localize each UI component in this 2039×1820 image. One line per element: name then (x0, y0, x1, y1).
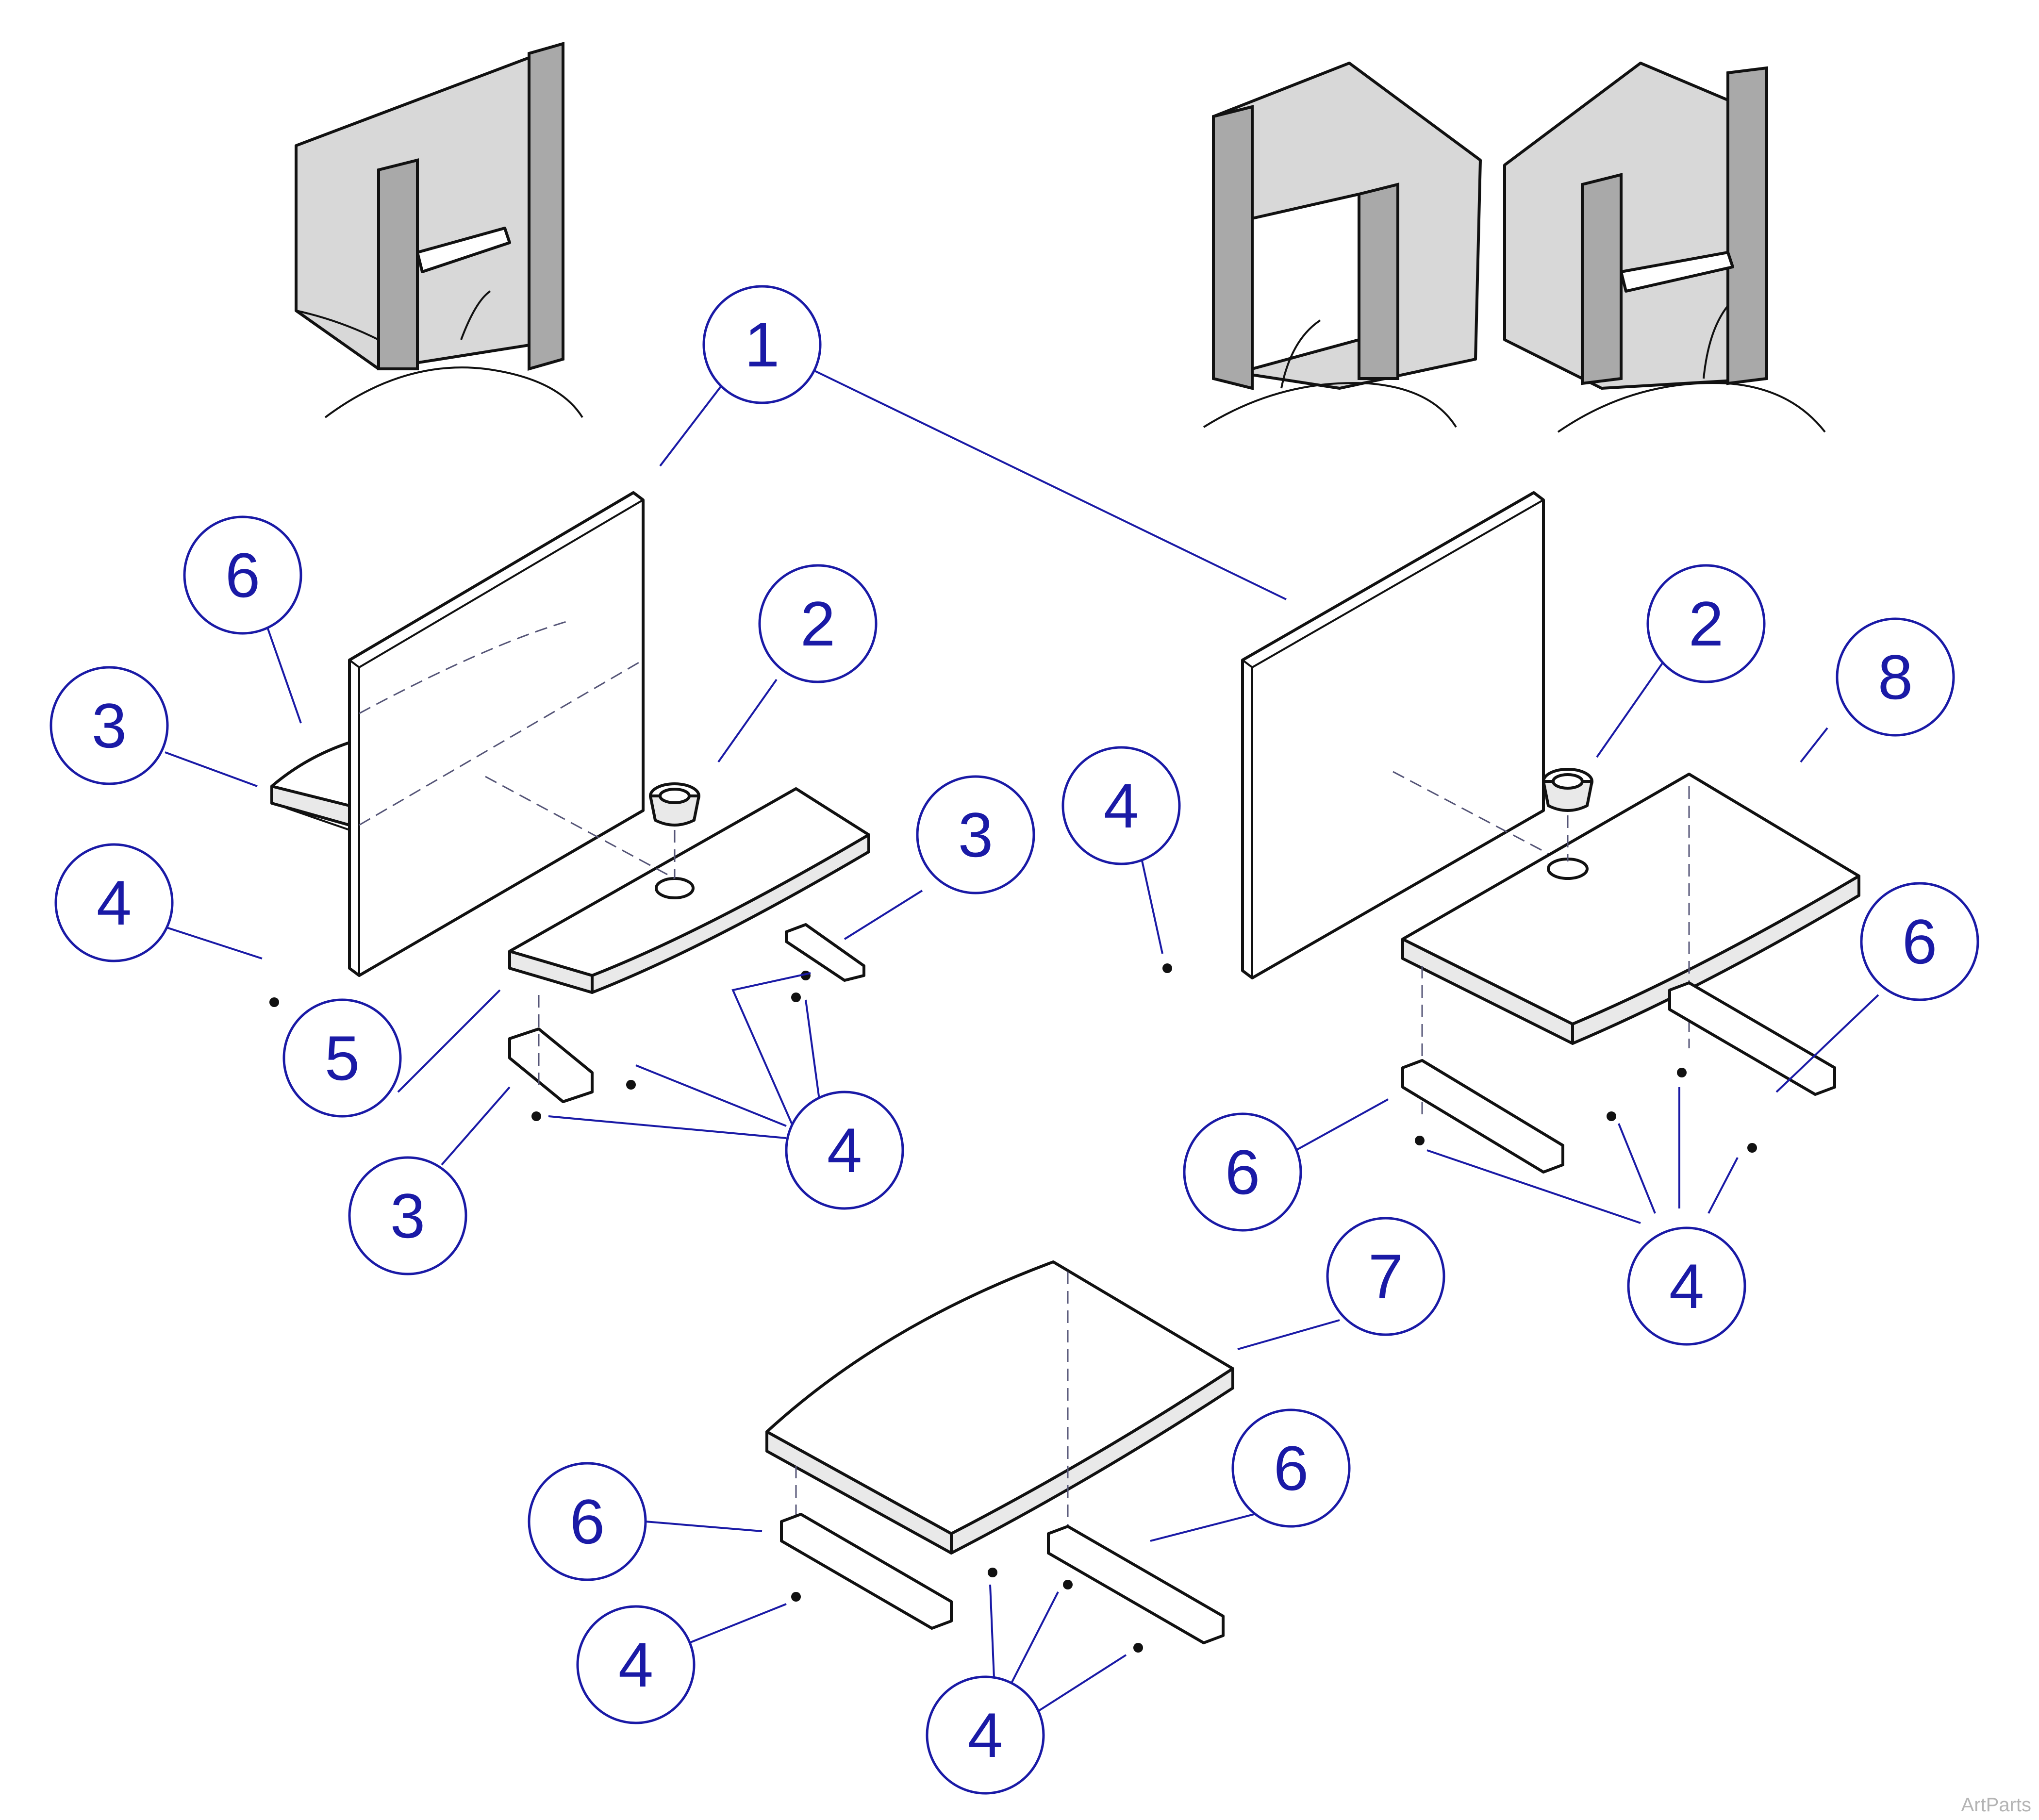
callout-bubbles: 1 6 2 3 3 4 5 3 4 2 8 4 6 6 4 7 6 6 4 4 (50, 285, 1979, 1795)
svg-text:4: 4 (97, 867, 132, 938)
shelf-5 (508, 787, 870, 994)
leader-lines (165, 368, 1879, 1712)
shelf-7 (765, 1260, 1234, 1555)
callout-6: 6 (1231, 1408, 1351, 1528)
callout-4: 4 (926, 1675, 1045, 1795)
callout-3: 3 (348, 1156, 467, 1275)
callout-5: 5 (282, 998, 402, 1118)
callout-4: 4 (1627, 1226, 1746, 1346)
callout-8: 8 (1836, 617, 1955, 737)
callout-7: 7 (1326, 1217, 1445, 1336)
watermark-text: ArtParts (1961, 1794, 2031, 1816)
grommet-right (1542, 768, 1593, 861)
svg-text:5: 5 (325, 1023, 360, 1093)
callout-3: 3 (916, 775, 1035, 894)
callout-2: 2 (758, 564, 878, 683)
cabinet-illustration-right (1503, 62, 1826, 433)
svg-text:6: 6 (225, 540, 260, 611)
callout-3: 3 (50, 666, 169, 785)
svg-text:6: 6 (1225, 1137, 1260, 1208)
callout-1: 1 (702, 285, 822, 404)
panel-left (348, 491, 645, 977)
cabinet-illustration-left (295, 42, 583, 418)
panel-right (1162, 491, 1568, 979)
callout-4: 4 (1061, 746, 1181, 865)
svg-text:2: 2 (1689, 588, 1724, 659)
svg-text:7: 7 (1368, 1241, 1403, 1312)
cabinet-illustration-center (1203, 62, 1482, 428)
svg-text:6: 6 (570, 1486, 605, 1557)
svg-text:4: 4 (968, 1700, 1003, 1770)
svg-text:1: 1 (745, 309, 779, 380)
bracket-bottom-front (780, 1513, 997, 1630)
svg-text:3: 3 (92, 690, 127, 761)
svg-text:6: 6 (1902, 906, 1937, 977)
callout-4: 4 (576, 1605, 696, 1724)
callout-6: 6 (1860, 882, 1979, 1001)
bracket-bottom-rear (1047, 1525, 1225, 1653)
shelf-8 (1401, 773, 1860, 1116)
shelf-left-small (270, 741, 351, 831)
callout-6: 6 (528, 1462, 647, 1581)
bracket-left-rear (269, 923, 865, 1007)
svg-text:8: 8 (1878, 642, 1913, 712)
svg-text:2: 2 (800, 588, 835, 659)
callout-4: 4 (785, 1091, 904, 1210)
callout-4: 4 (54, 843, 174, 962)
callout-6: 6 (1183, 1112, 1302, 1232)
grommet-left (485, 776, 700, 879)
bracket-right-rear (1668, 981, 1836, 1153)
svg-text:4: 4 (1669, 1251, 1704, 1322)
svg-text:4: 4 (827, 1115, 862, 1186)
svg-text:3: 3 (390, 1180, 425, 1251)
bracket-left-front (508, 995, 636, 1121)
svg-text:6: 6 (1274, 1433, 1309, 1504)
callout-6: 6 (183, 515, 302, 635)
svg-text:4: 4 (618, 1629, 653, 1700)
svg-text:3: 3 (958, 799, 993, 870)
svg-text:4: 4 (1104, 770, 1139, 841)
bracket-right-front (1401, 1059, 1616, 1174)
callout-2: 2 (1646, 564, 1766, 683)
